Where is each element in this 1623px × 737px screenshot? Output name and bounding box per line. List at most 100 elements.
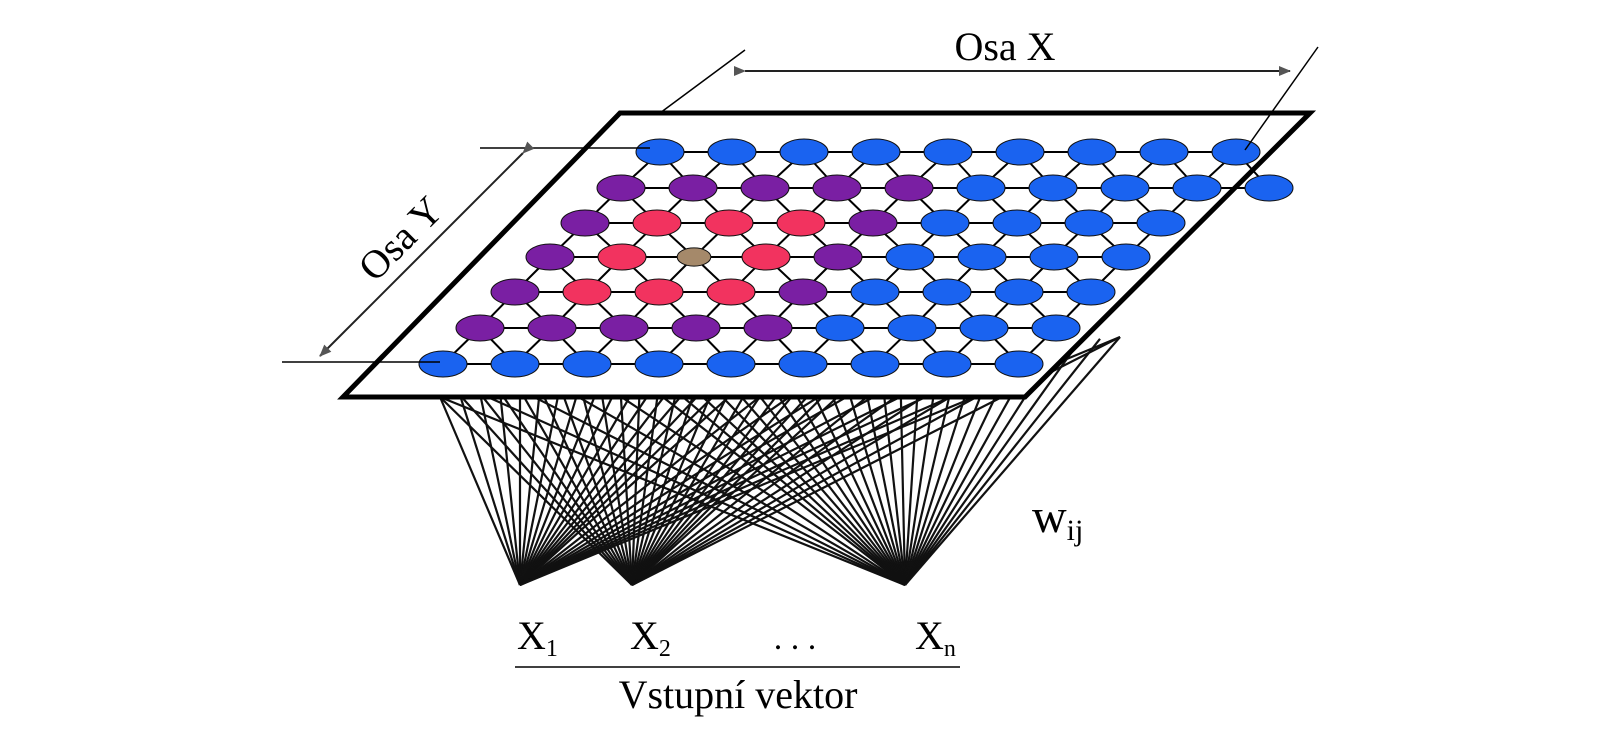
weight-line	[519, 375, 681, 586]
weight-line	[439, 396, 633, 586]
weight-line	[630, 379, 642, 586]
axis-y-arrow	[319, 141, 535, 357]
weights-label: wij	[1032, 490, 1083, 547]
weight-connections	[438, 335, 1121, 587]
weight-line	[499, 391, 633, 586]
neuron-blue	[994, 278, 1044, 306]
neuron-purple	[527, 314, 577, 342]
axis-x-extension-left	[659, 49, 746, 114]
weight-line	[559, 385, 906, 586]
input-ellipsis: . . .	[774, 620, 817, 657]
neuron-purple	[596, 174, 646, 202]
weight-line	[699, 373, 906, 586]
weight-line	[739, 369, 906, 586]
neuron-blue	[706, 350, 756, 378]
weight-line	[799, 364, 906, 586]
weight-line	[630, 371, 722, 586]
neuron-blue	[922, 278, 972, 306]
neuron-blue	[850, 278, 900, 306]
neuron-blue	[490, 350, 540, 378]
weight-line	[519, 378, 641, 586]
neuron-blue	[1101, 243, 1151, 271]
input-x1-subscript: 1	[546, 636, 558, 662]
neuron-blue	[959, 314, 1009, 342]
weight-line	[518, 386, 562, 586]
neuron-blue	[1139, 138, 1189, 166]
weight-line	[519, 369, 741, 586]
neuron-red	[704, 209, 754, 237]
neuron-blue	[923, 138, 973, 166]
neuron-blue	[1211, 138, 1261, 166]
weight-line	[630, 373, 702, 586]
neuron-blue	[994, 350, 1044, 378]
neuron-blue	[815, 314, 865, 342]
weight-line	[518, 384, 582, 586]
weight-line	[631, 368, 761, 586]
neuron-purple	[668, 174, 718, 202]
weight-line	[618, 381, 634, 586]
weight-line	[631, 362, 821, 586]
weight-line	[818, 363, 907, 586]
weight-line	[598, 382, 634, 586]
weight-line	[518, 382, 602, 586]
weight-line	[631, 366, 781, 586]
neuron-blue	[887, 314, 937, 342]
weight-line	[439, 395, 906, 587]
neuron-purple	[778, 278, 828, 306]
weight-line	[904, 336, 1121, 586]
neuron-purple	[743, 314, 793, 342]
neuron-purple	[812, 174, 862, 202]
neuron-blue	[1244, 174, 1294, 202]
weights-symbol: w	[1032, 490, 1067, 543]
weight-line	[759, 368, 906, 586]
neuron-blue	[1172, 174, 1222, 202]
input-x1-label: X1	[517, 613, 558, 662]
weight-line	[904, 338, 1101, 586]
neuron-blue	[1031, 314, 1081, 342]
weight-line	[599, 381, 906, 586]
neuron-blue	[1066, 278, 1116, 306]
weight-line	[539, 387, 633, 586]
neuron-blue	[1029, 243, 1079, 271]
weight-line	[631, 370, 741, 586]
neuron-blue	[920, 209, 970, 237]
neuron-blue	[779, 138, 829, 166]
weight-line	[558, 386, 634, 586]
neuron-blue	[1100, 174, 1150, 202]
neuron-purple	[455, 314, 505, 342]
neuron-purple	[599, 314, 649, 342]
weight-line	[719, 371, 906, 586]
input-x2-label: X2	[630, 613, 671, 662]
weight-line	[679, 375, 906, 586]
neuron-blue	[957, 243, 1007, 271]
neuron-red	[632, 209, 682, 237]
weight-line	[904, 339, 1081, 586]
weight-line	[659, 376, 906, 586]
weight-line	[630, 375, 682, 586]
input-xn-symbol: X	[915, 613, 944, 658]
neuron-purple	[813, 243, 863, 271]
weight-line	[438, 396, 522, 586]
input-vector-label: Vstupní vektor	[619, 672, 858, 717]
neuron-purple	[848, 209, 898, 237]
neuron-red	[562, 278, 612, 306]
neuron-blue	[1028, 174, 1078, 202]
axis-x-extension-right	[1244, 46, 1319, 151]
neuron-purple	[740, 174, 790, 202]
neuron-blue	[922, 350, 972, 378]
neuron-red	[776, 209, 826, 237]
weight-line	[779, 366, 906, 586]
weight-line	[519, 380, 621, 586]
neuron-purple	[671, 314, 721, 342]
neuron-blue	[635, 138, 685, 166]
weight-line	[479, 392, 633, 586]
neuron-blue	[850, 350, 900, 378]
weight-line	[519, 373, 701, 586]
neuron-blue	[707, 138, 757, 166]
weight-line	[479, 392, 906, 587]
neuron-blue	[1067, 138, 1117, 166]
neuron-blue	[562, 350, 612, 378]
neuron-red	[597, 243, 647, 271]
neuron-red	[706, 278, 756, 306]
neuron-blue	[778, 350, 828, 378]
